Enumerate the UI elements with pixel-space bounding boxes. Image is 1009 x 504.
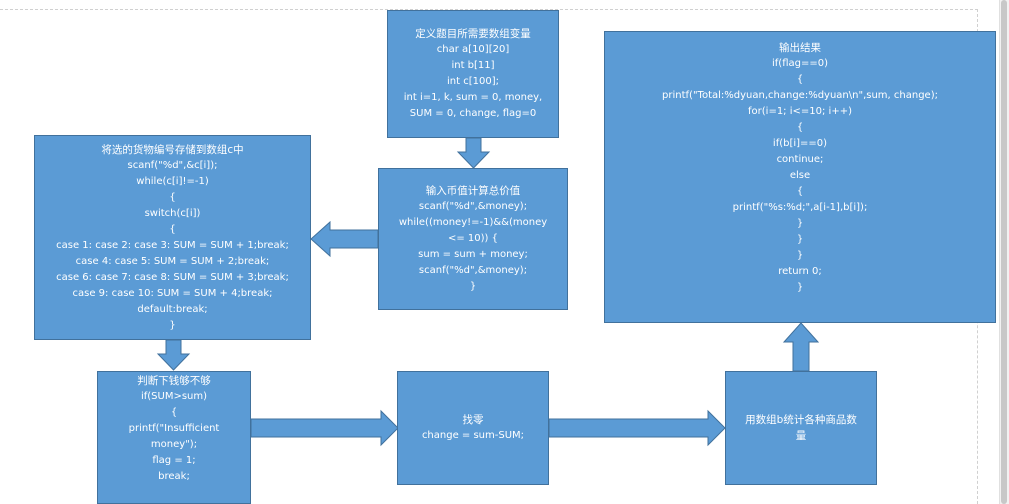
code-line: <= 10)) {	[447, 233, 498, 244]
code-line: }	[796, 234, 804, 245]
count-items-box[interactable]: 用数组b统计各种商品数 量	[725, 371, 877, 485]
code-line: for(i=1; i<=10; i++)	[748, 106, 852, 117]
code-line: }	[796, 250, 804, 261]
code-line: while((money!=-1)&&(money	[398, 217, 548, 228]
arrow-define-to-input	[456, 137, 491, 169]
code-line: case 4: case 5: SUM = SUM + 2;break;	[75, 255, 270, 267]
code-line: {	[170, 407, 178, 418]
store-selection-box[interactable]: 将选的货物编号存储到数组c中 scanf("%d",&c[i]); while(…	[34, 135, 311, 340]
check-title: 判断下钱够不够	[137, 375, 211, 387]
select-title: 将选的货物编号存储到数组c中	[101, 143, 244, 156]
code-line: else	[789, 170, 811, 181]
code-line: if(SUM>sum)	[140, 391, 208, 402]
code-line: }	[796, 218, 804, 229]
make-change-box[interactable]: 找零 change = sum-SUM;	[397, 371, 549, 485]
code-line: continue;	[776, 154, 824, 165]
code-line: printf("Total:%dyuan,change:%dyuan\n",su…	[662, 90, 938, 101]
code-line: printf("%s:%d;",a[i-1],b[i]);	[732, 202, 868, 213]
arrow-count-to-output	[782, 322, 820, 372]
code-line: case 6: case 7: case 8: SUM = SUM + 3;br…	[56, 271, 289, 283]
code-line: case 1: case 2: case 3: SUM = SUM + 1;br…	[56, 239, 289, 251]
count-title: 用数组b统计各种商品数	[745, 414, 857, 426]
code-line: break;	[158, 471, 190, 482]
code-line: scanf("%d",&money);	[418, 265, 528, 276]
code-line: {	[796, 74, 804, 85]
scrollbar-thumb[interactable]	[1001, 0, 1007, 504]
code-line: int c[100];	[447, 76, 499, 87]
code-line: }	[796, 282, 804, 293]
code-line: default:break;	[137, 303, 208, 315]
code-line: {	[796, 186, 804, 197]
code-line: switch(c[i])	[144, 207, 201, 219]
code-line: return 0;	[778, 266, 822, 277]
code-line: int b[11]	[451, 60, 495, 71]
code-line: printf("Insufficient	[128, 423, 220, 434]
input-money-box[interactable]: 输入币值计算总价值 scanf("%d",&money); while((mon…	[378, 168, 568, 310]
code-line: sum = sum + money;	[418, 249, 528, 260]
code-line: if(b[i]==0)	[772, 138, 828, 149]
code-line: change = sum-SUM;	[421, 430, 525, 441]
code-line: }	[169, 319, 176, 331]
code-line: while(c[i]!=-1)	[136, 175, 209, 187]
code-line: case 9: case 10: SUM = SUM + 4;break;	[72, 287, 273, 299]
define-variables-box[interactable]: 定义题目所需要数组变量 char a[10][20] int b[11] int…	[387, 10, 559, 138]
arrow-input-to-select	[310, 220, 379, 258]
arrow-change-to-count	[548, 409, 726, 447]
code-line: SUM = 0, change, flag=0	[409, 108, 537, 119]
arrow-select-to-check	[156, 339, 191, 371]
page-edge-top	[0, 9, 978, 10]
input-title: 输入币值计算总价值	[425, 185, 521, 197]
code-line: {	[169, 223, 176, 235]
output-result-box[interactable]: 输出结果 if(flag==0) { printf("Total:%dyuan,…	[604, 31, 996, 323]
code-line: scanf("%d",&c[i]);	[127, 159, 218, 171]
code-line: {	[169, 191, 176, 203]
code-line: money");	[150, 439, 198, 450]
code-line: if(flag==0)	[772, 58, 828, 69]
arrow-check-to-change	[250, 409, 399, 447]
code-line: int i=1, k, sum = 0, money,	[403, 92, 543, 103]
code-line: char a[10][20]	[436, 44, 510, 55]
output-title: 输出结果	[779, 42, 821, 54]
code-line: }	[469, 281, 477, 292]
define-title: 定义题目所需要数组变量	[415, 28, 531, 40]
code-line: scanf("%d",&money);	[418, 201, 528, 212]
count-title-cont: 量	[795, 430, 807, 442]
check-money-box[interactable]: 判断下钱够不够 if(SUM>sum) { printf("Insufficie…	[97, 371, 251, 504]
code-line: {	[796, 122, 804, 133]
change-title: 找零	[462, 414, 484, 426]
code-line: flag = 1;	[152, 455, 196, 466]
